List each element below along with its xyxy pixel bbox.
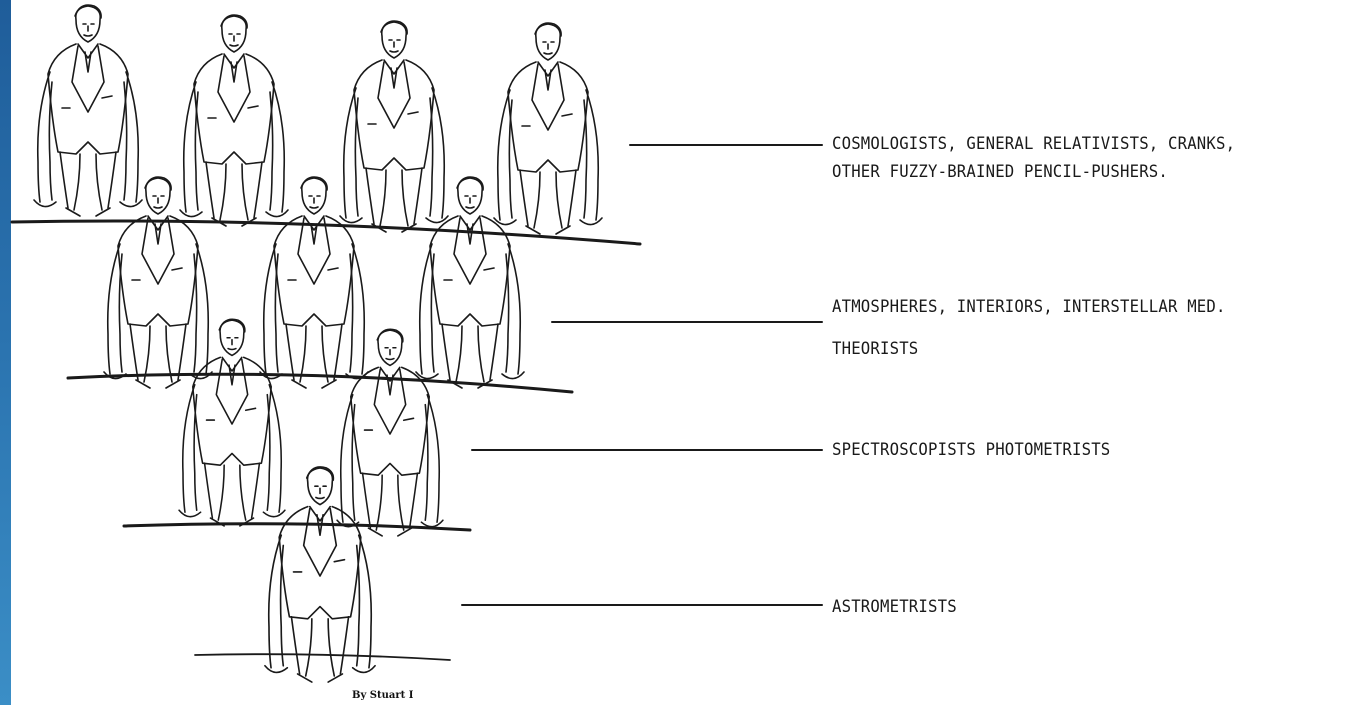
- kneeling-man-figure: [337, 329, 443, 536]
- kneeling-man-figure: [340, 21, 448, 232]
- kneeling-man-figure: [180, 15, 288, 226]
- kneeling-man-figure: [260, 177, 368, 388]
- tier-1-label-line-1: COSMOLOGISTS, GENERAL RELATIVISTS, CRANK…: [832, 134, 1235, 154]
- tier-4-label: ASTROMETRISTS: [832, 597, 957, 617]
- kneeling-man-figure: [416, 177, 524, 388]
- ground-line-tier-4: [195, 654, 450, 660]
- ground-line-tier-3: [124, 524, 470, 530]
- tier-2-label-line-2: THEORISTS: [832, 339, 918, 359]
- kneeling-man-figure: [494, 23, 602, 234]
- tier-3-label: SPECTROSCOPISTS PHOTOMETRISTS: [832, 440, 1110, 460]
- tier-1-label-line-2: OTHER FUZZY-BRAINED PENCIL-PUSHERS.: [832, 162, 1168, 182]
- ground-line-tier-2: [68, 374, 572, 392]
- tier-2-label-line-1: ATMOSPHERES, INTERIORS, INTERSTELLAR MED…: [832, 297, 1226, 317]
- kneeling-man-figure: [104, 177, 212, 388]
- kneeling-man-figure: [265, 467, 375, 682]
- artist-credit: By Stuart I: [352, 690, 413, 701]
- kneeling-man-figure: [34, 5, 142, 216]
